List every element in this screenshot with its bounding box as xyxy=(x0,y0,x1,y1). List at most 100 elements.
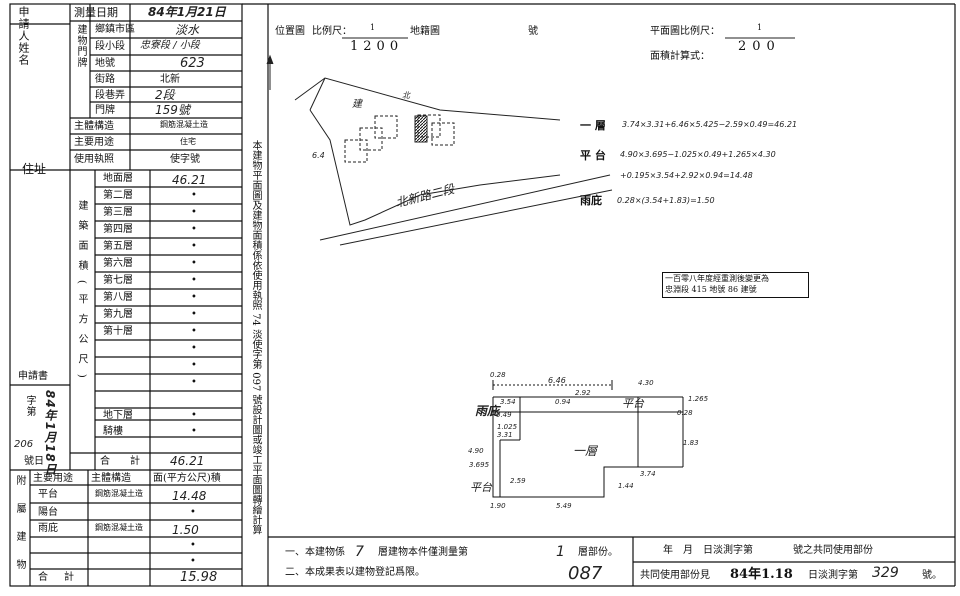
floor-area-value: • xyxy=(191,426,197,437)
structure-value: 鋼筋混凝土造 xyxy=(160,120,208,129)
area-vertical-label: 建築面積(平方公尺) xyxy=(76,200,87,388)
location-scale-label: 比例尺： xyxy=(312,26,352,37)
number-label: 號 xyxy=(528,26,538,37)
annex-area: • xyxy=(190,556,196,567)
application-label: 申請書 xyxy=(18,371,48,382)
floor-name: 第三層 xyxy=(103,207,133,218)
land-no-label: 地號 xyxy=(95,58,115,69)
plan-label-pingtai2: 平台 xyxy=(470,481,492,494)
change-note-box xyxy=(662,272,809,298)
shared-row2-a: 共同使用部份見 xyxy=(640,570,710,581)
total-label: 合計 xyxy=(100,456,160,467)
total-value: 46.21 xyxy=(170,454,205,468)
app-no-value: 206 xyxy=(14,439,34,450)
building-location-label: 建物門牌 xyxy=(75,24,86,68)
north-char: 北 xyxy=(402,91,410,100)
plan-label-d-259: 2.59 xyxy=(510,477,526,485)
annex-header-use: 主要用途 xyxy=(33,473,73,484)
note1-n: 7 xyxy=(355,544,364,560)
floor-area-value: • xyxy=(191,309,197,320)
floor-area-value: 46.21 xyxy=(172,173,207,187)
building-text: 建 xyxy=(352,99,362,110)
floor-name: 第十層 xyxy=(103,326,133,337)
plan-label-d-331: 3.31 xyxy=(497,431,513,439)
section-value: 忠寮段 / 小段 xyxy=(140,40,200,51)
survey-date-value: 84年1月21日 xyxy=(148,5,226,19)
lane-label: 段巷弄 xyxy=(95,90,125,101)
plan-label-d-028: 0.28 xyxy=(677,409,693,417)
note1-b: 層建物本件僅測量第 xyxy=(378,547,468,558)
floor-area-value: • xyxy=(191,343,197,354)
floor-name: 第二層 xyxy=(103,190,133,201)
address-label: 住址 xyxy=(22,162,47,176)
floor-plan-scale-label: 平面圖比例尺： xyxy=(650,26,720,37)
plan-label-d-292: 2.92 xyxy=(575,389,591,397)
annex-label: 附屬建物 xyxy=(14,475,25,587)
center-note: 本建物平面圖及建物面積係依使用執照 74 淡使字第 097 號設計圖或竣工平面圖… xyxy=(250,140,261,535)
app-no-suffix: 號日 xyxy=(24,456,44,467)
township-label: 鄉鎮市區 xyxy=(95,24,135,35)
section-label: 段小段 xyxy=(95,41,125,52)
survey-date-label: 測量日期 xyxy=(74,6,118,19)
note1-a: 一、本建物係 xyxy=(285,547,345,558)
annex-use: 陽台 xyxy=(38,507,58,518)
shared-row2-no: 329 xyxy=(872,565,899,581)
location-scale-num: 1 xyxy=(370,23,376,32)
plan-label-d-490: 4.90 xyxy=(468,447,484,455)
annex-total-value: 15.98 xyxy=(180,570,218,585)
annex-structure: 鋼筋混凝土造 xyxy=(95,523,143,532)
shared-row2-date: 84年1.18 xyxy=(730,567,793,582)
annex-header-structure: 主體構造 xyxy=(91,473,131,484)
floor-area-value: • xyxy=(191,190,197,201)
note1-c: 層部份。 xyxy=(578,547,618,558)
calc-line-4-formula: 0.28×(3.54+1.83)=1.50 xyxy=(617,196,715,205)
annex-total-label: 合計 xyxy=(38,572,90,583)
township-value: 淡水 xyxy=(175,23,200,37)
annex-area: 1.50 xyxy=(172,523,199,537)
floor-name: 第九層 xyxy=(103,309,133,320)
floor-name: 騎樓 xyxy=(103,426,123,437)
plan-label-d-374: 3.74 xyxy=(640,470,656,478)
floor-plan-scale-num: 1 xyxy=(757,23,763,32)
license-label: 使用執照 xyxy=(74,154,114,165)
cadastral-label: 地籍圖 xyxy=(410,26,440,37)
annex-use: 雨庇 xyxy=(38,523,58,534)
note2: 二、本成果表以建物登記爲限。 xyxy=(285,567,425,578)
structure-label: 主體構造 xyxy=(74,121,114,132)
plan-label-pingtai1: 平台 xyxy=(622,397,644,410)
plan-label-d-top2: 6.46 xyxy=(548,376,566,385)
license-no-label: 使字號 xyxy=(170,154,200,165)
floor-name: 第六層 xyxy=(103,258,133,269)
calc-line-2-label: 平 台 xyxy=(580,149,606,162)
plan-label-d-3695: 3.695 xyxy=(469,461,490,469)
street-label: 街路 xyxy=(95,74,115,85)
plan-label-yupi: 雨庇 xyxy=(475,404,500,418)
floor-area-value: • xyxy=(191,275,197,286)
land-no-value: 623 xyxy=(180,56,205,71)
door-label: 門牌 xyxy=(95,105,115,116)
annex-area: • xyxy=(190,507,196,518)
usage-label: 主要用途 xyxy=(74,137,114,148)
floor-name: 第五層 xyxy=(103,241,133,252)
annex-use: 平台 xyxy=(38,489,58,500)
floor-name: 第八層 xyxy=(103,292,133,303)
plan-label-d-top1: 0.28 xyxy=(490,371,506,379)
calc-line-1-formula: 3.74×3.31+6.46×5.425−2.59×0.49=46.21 xyxy=(622,120,798,129)
annex-header-area: 面(平方公尺)積 xyxy=(153,473,221,484)
annex-area: 14.48 xyxy=(172,489,207,503)
floor-name: 第四層 xyxy=(103,224,133,235)
floor-area-value: • xyxy=(191,360,197,371)
floor-area-value: • xyxy=(191,292,197,303)
calc-line-3-formula: +0.195×3.54+2.92×0.94=14.48 xyxy=(620,171,753,180)
street-value: 北新 xyxy=(160,74,180,85)
change-note-2: 忠淵段 415 地號 86 建號 xyxy=(665,285,757,294)
plan-label-floor1: 一層 xyxy=(573,444,598,458)
plan-label-d-top3: 4.30 xyxy=(638,379,654,387)
plan-label-d-549: 5.49 xyxy=(556,502,572,510)
dim-left: 6.4 xyxy=(312,151,325,160)
hand-number: 087 xyxy=(568,563,603,584)
floor-area-value: • xyxy=(191,207,197,218)
door-value: 159號 xyxy=(155,103,190,117)
app-date: 84年1月18日 xyxy=(43,390,57,476)
